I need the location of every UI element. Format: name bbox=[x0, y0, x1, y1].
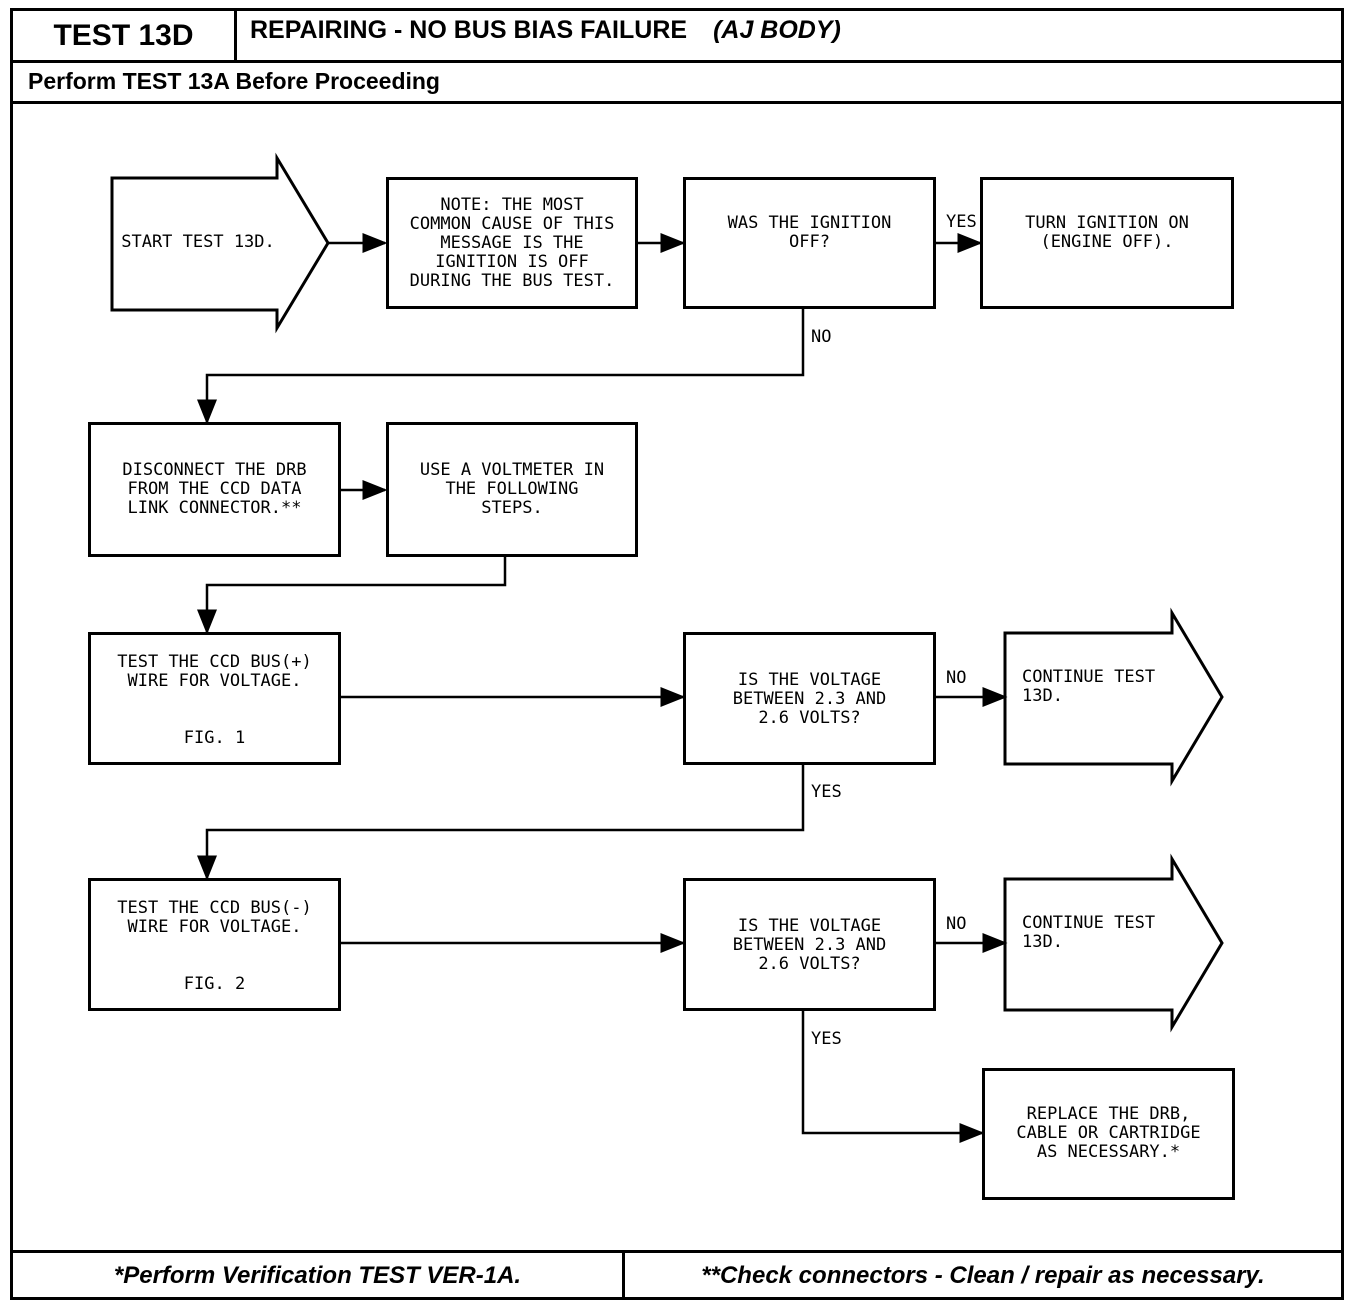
no-label-2: NO bbox=[946, 668, 967, 688]
header-divider-2 bbox=[13, 101, 1341, 104]
footer-vertical-divider bbox=[622, 1250, 625, 1298]
turn-ignition-on-box: TURN IGNITION ON (ENGINE OFF). bbox=[980, 177, 1234, 309]
test-bus-minus-box: TEST THE CCD BUS(-) WIRE FOR VOLTAGE. FI… bbox=[88, 878, 341, 1011]
test-bus-plus-box: TEST THE CCD BUS(+) WIRE FOR VOLTAGE. FI… bbox=[88, 632, 341, 765]
no-label-3: NO bbox=[946, 914, 967, 934]
start-arrow-shape bbox=[110, 152, 330, 334]
yes-label-3: YES bbox=[811, 1029, 842, 1049]
use-voltmeter-box: USE A VOLTMETER IN THE FOLLOWING STEPS. bbox=[386, 422, 638, 557]
continue-test-1-label: CONTINUE TEST 13D. bbox=[1022, 667, 1156, 706]
prerequisite-note: Perform TEST 13A Before Proceeding bbox=[28, 68, 440, 94]
connector-q2-yes bbox=[197, 764, 805, 881]
note-box: NOTE: THE MOST COMMON CAUSE OF THIS MESS… bbox=[386, 177, 638, 309]
continue1-arrow-shape bbox=[1003, 607, 1224, 787]
continue2-arrow-shape bbox=[1003, 853, 1224, 1033]
connector-q1-no bbox=[197, 308, 805, 425]
footer-verification-note: *Perform Verification TEST VER-1A. bbox=[113, 1262, 522, 1289]
yes-label-2: YES bbox=[811, 782, 842, 802]
page-title: REPAIRING - NO BUS BIAS FAILURE (AJ BODY) bbox=[250, 16, 841, 45]
test-bus-plus-text: TEST THE CCD BUS(+) WIRE FOR VOLTAGE. bbox=[117, 652, 312, 691]
replace-drb-box: REPLACE THE DRB, CABLE OR CARTRIDGE AS N… bbox=[982, 1068, 1235, 1200]
yes-label-1: YES bbox=[946, 212, 977, 232]
no-label-1: NO bbox=[811, 327, 832, 347]
connector-q3-yes bbox=[801, 1010, 985, 1143]
footer-divider bbox=[13, 1250, 1341, 1253]
disconnect-drb-box: DISCONNECT THE DRB FROM THE CCD DATA LIN… bbox=[88, 422, 341, 557]
start-label: START TEST 13D. bbox=[121, 232, 275, 252]
continue-test-2-label: CONTINUE TEST 13D. bbox=[1022, 913, 1156, 952]
voltage-question-2-box: IS THE VOLTAGE BETWEEN 2.3 AND 2.6 VOLTS… bbox=[683, 878, 936, 1011]
fig1-label: FIG. 1 bbox=[183, 728, 246, 748]
test-bus-minus-text: TEST THE CCD BUS(-) WIRE FOR VOLTAGE. bbox=[117, 898, 312, 937]
connector-voltmeter-testplus bbox=[197, 556, 507, 635]
page-frame bbox=[10, 8, 1344, 1300]
voltage-question-1-box: IS THE VOLTAGE BETWEEN 2.3 AND 2.6 VOLTS… bbox=[683, 632, 936, 765]
header-divider bbox=[13, 60, 1341, 63]
fig2-label: FIG. 2 bbox=[183, 974, 246, 994]
title-main: REPAIRING - NO BUS BIAS FAILURE bbox=[250, 16, 688, 44]
title-sub: (AJ BODY) bbox=[713, 16, 841, 44]
ignition-question-box: WAS THE IGNITION OFF? bbox=[683, 177, 936, 309]
footer-connectors-note: **Check connectors - Clean / repair as n… bbox=[701, 1262, 1265, 1289]
